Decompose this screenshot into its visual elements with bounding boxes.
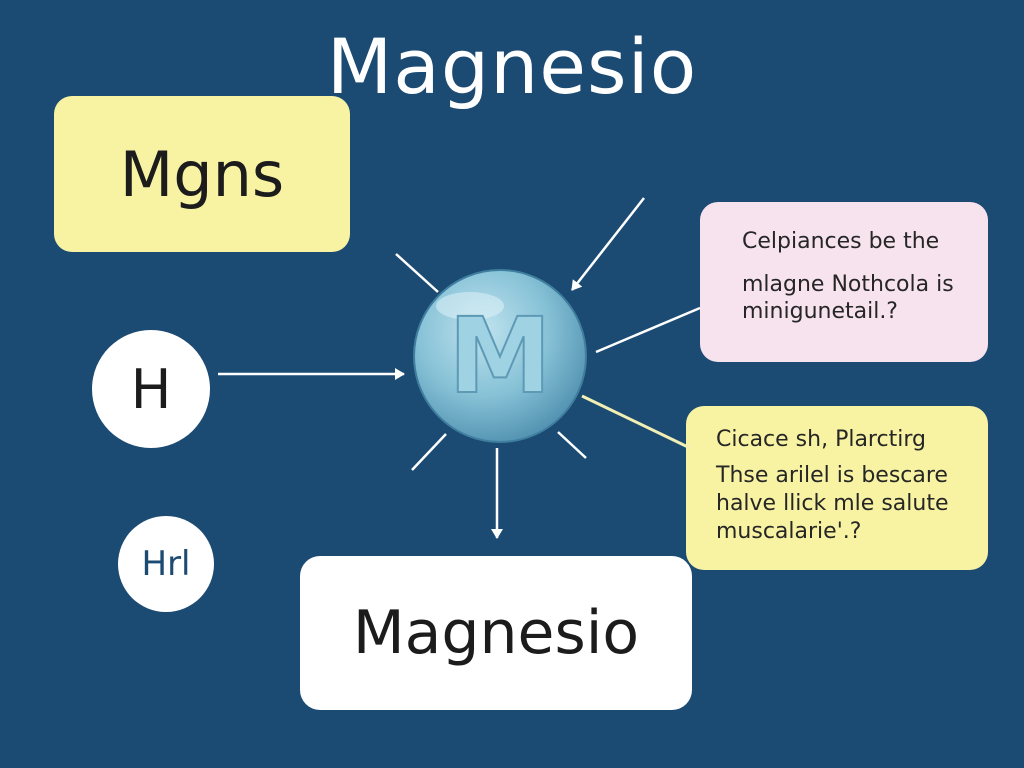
name-box: Magnesio <box>300 556 692 710</box>
hrl-circle: Hrl <box>118 516 214 612</box>
diagram-title: Magnesio <box>326 22 698 111</box>
ray-upper-left <box>395 253 439 293</box>
yellow-note-box: Cicace sh, Plarctirg Thse arilel is besc… <box>686 406 988 570</box>
hrl-circle-text: Hrl <box>141 544 191 584</box>
name-box-text: Magnesio <box>352 598 640 668</box>
yellow-note-line-4: muscalarie'.? <box>716 519 862 544</box>
pink-note-line-1: Celpiances be the <box>742 229 940 254</box>
arrow-top-right-to-sphere <box>571 197 645 291</box>
pointer-to-yellow-box <box>581 394 691 450</box>
sphere-highlight <box>436 292 504 320</box>
symbol-box-text: Mgns <box>119 137 285 211</box>
pink-note-line-2: mlagne Nothcola is <box>742 272 954 297</box>
pointer-to-pink-box <box>595 306 701 354</box>
sphere-letter: M <box>448 295 552 417</box>
symbol-box: Mgns <box>54 96 350 252</box>
ray-lower-left <box>411 433 447 471</box>
yellow-note-line-1: Cicace sh, Plarctirg <box>716 427 926 452</box>
yellow-note-line-2: Thse arilel is bescare <box>716 463 948 488</box>
hydrogen-circle: H <box>92 330 210 448</box>
pink-note-box: Celpiances be the mlagne Nothcola is min… <box>700 202 988 362</box>
yellow-note-line-3: halve llick mle salute <box>716 491 949 516</box>
hydrogen-circle-text: H <box>130 357 172 421</box>
pink-note-line-3: miniguneta‌il.? <box>742 299 898 324</box>
ray-lower-right <box>557 431 587 459</box>
